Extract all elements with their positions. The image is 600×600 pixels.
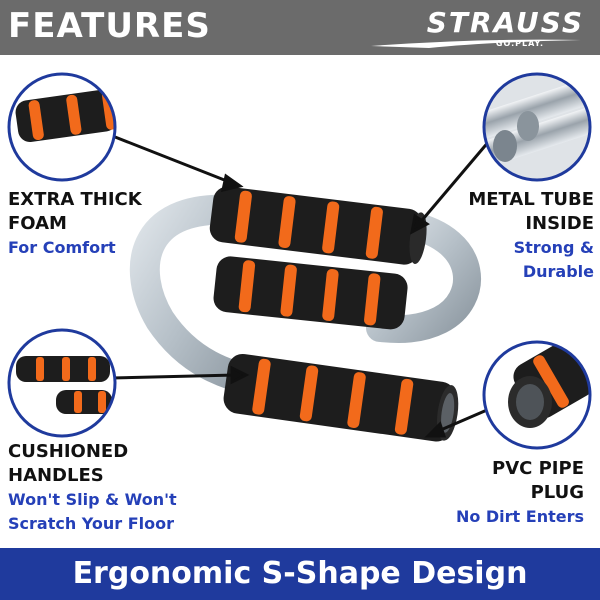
foam-grip-closeup-icon <box>7 72 117 182</box>
tube-subtitle-line2: Durable <box>522 262 594 281</box>
middle-foam-handle <box>213 256 408 330</box>
product-illustration <box>7 72 592 450</box>
top-foam-handle <box>209 186 427 265</box>
metal-tube-closeup-icon <box>482 72 592 182</box>
header-title: FEATURES <box>8 6 211 46</box>
foam-title-line2: FOAM <box>8 213 67 234</box>
brand-logo: STRAUSS GO.PLAY. <box>354 6 584 52</box>
plug-title-line1: PVC PIPE <box>492 458 584 479</box>
handles-feature-label: CUSHIONED HANDLES Won't Slip & Won't Scr… <box>8 440 177 536</box>
brand-tagline: GO.PLAY. <box>495 39 544 48</box>
handles-subtitle-line1: Won't Slip & Won't <box>8 490 177 509</box>
footer-title: Ergonomic S-Shape Design <box>72 556 528 591</box>
foam-feature-label: EXTRA THICK FOAM For Comfort <box>8 188 142 260</box>
brand-swoosh-icon <box>371 39 581 48</box>
brand-name: STRAUSS <box>426 6 584 39</box>
tube-title-line2: INSIDE <box>525 213 594 234</box>
handles-title-line2: HANDLES <box>8 465 104 486</box>
s-shape-frame <box>129 194 481 395</box>
tube-subtitle-line1: Strong & <box>513 238 594 257</box>
tube-feature-label: METAL TUBE INSIDE Strong & Durable <box>394 188 594 284</box>
plug-subtitle: No Dirt Enters <box>455 507 584 526</box>
cushioned-handles-closeup-icon <box>7 328 117 438</box>
tube-title-line1: METAL TUBE <box>468 189 594 210</box>
plug-feature-label: PVC PIPE PLUG No Dirt Enters <box>384 457 584 529</box>
pvc-plug-closeup-icon <box>482 340 592 450</box>
handles-title-line1: CUSHIONED <box>8 441 129 462</box>
bottom-foam-handle <box>223 353 459 442</box>
plug-title-line2: PLUG <box>530 482 584 503</box>
foam-title-line1: EXTRA THICK <box>8 189 142 210</box>
footer-banner: Ergonomic S-Shape Design <box>0 548 600 600</box>
header-bar: FEATURES STRAUSS GO.PLAY. <box>0 0 600 55</box>
callout-arrows <box>109 133 492 438</box>
handles-subtitle-line2: Scratch Your Floor <box>8 514 175 533</box>
foam-subtitle: For Comfort <box>8 238 116 257</box>
